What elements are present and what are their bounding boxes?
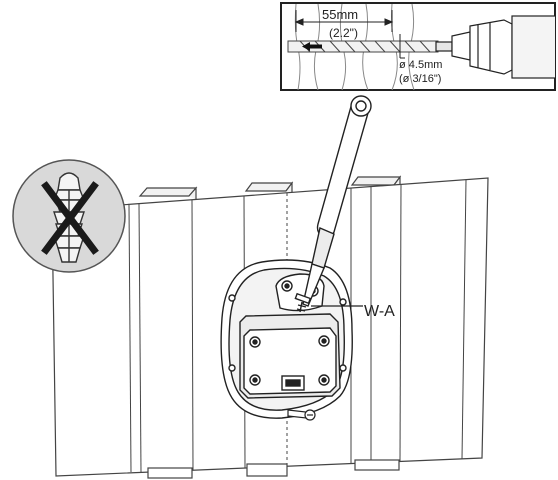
diameter-label-mm: ø 4.5mm [399,59,442,71]
depth-label-mm: 55mm [322,7,358,22]
diameter-leader [399,34,405,59]
diameter-label-in: (ø 3/16") [399,73,441,85]
screw-w-a [294,292,312,313]
drill-detail-inset: 55mm (2.2") ø 4.5mm (ø 3/16") [280,2,556,91]
screwdriver-shaft [302,263,325,307]
stud-bottoms [147,459,400,479]
drill-bit-icon [435,15,555,79]
prohibited-cross [41,181,99,255]
drill-direction-arrow [302,42,322,51]
device-front-plate [243,327,337,395]
bottom-screw [287,409,316,421]
mounting-bracket [220,259,353,419]
callout-w-a: W-A [364,303,395,320]
depth-dimension [294,10,394,32]
wall-board-seams [128,179,467,473]
screwdriver-icon [294,95,372,313]
wall-anchor-prohibited-icon [12,159,126,273]
depth-label-in: (2.2") [329,26,358,40]
